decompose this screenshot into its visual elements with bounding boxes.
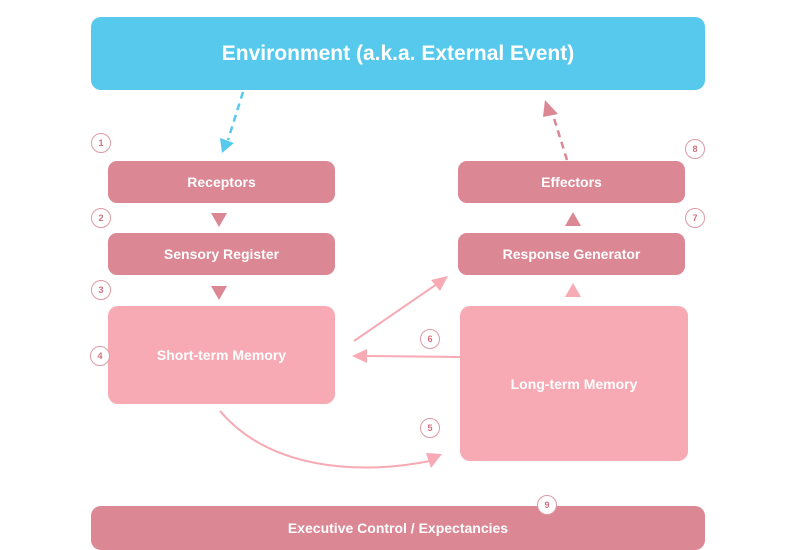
arrowhead-stm (352, 349, 367, 363)
arrow-response-to-effectors (565, 212, 581, 226)
arrow-ltm-to-stm (364, 355, 461, 358)
receptors-box: Receptors (108, 161, 335, 203)
executive-control-box: Executive Control / Expectancies (91, 506, 705, 550)
environment-box: Environment (a.k.a. External Event) (91, 17, 705, 90)
executive-control-label: Executive Control / Expectancies (287, 520, 509, 536)
step-number-4: 4 (90, 346, 110, 366)
step-number-5: 5 (420, 418, 440, 438)
arrowhead-ltm (426, 453, 442, 468)
short-term-memory-label: Short-term Memory (156, 347, 287, 363)
environment-label: Environment (a.k.a. External Event) (221, 41, 575, 65)
long-term-memory-label: Long-term Memory (510, 375, 638, 392)
receptors-label: Receptors (187, 174, 256, 190)
short-term-memory-box: Short-term Memory (108, 306, 335, 404)
sensory-register-box: Sensory Register (108, 233, 335, 275)
step-number-6: 6 (420, 329, 440, 349)
step-number-9: 9 (537, 495, 557, 515)
step-number-3: 3 (91, 280, 111, 300)
long-term-memory-box: Long-term Memory (460, 306, 688, 461)
step-number-1: 1 (91, 133, 111, 153)
sensory-register-label: Sensory Register (163, 246, 280, 262)
effectors-box: Effectors (458, 161, 685, 203)
effectors-label: Effectors (541, 174, 602, 190)
arrow-environment-to-receptors (226, 91, 245, 141)
arrow-receptors-to-sensory (211, 213, 227, 227)
arrowhead-receptors (220, 138, 234, 153)
step-number-8: 8 (685, 139, 705, 159)
arrow-sensory-to-stm (211, 286, 227, 300)
arrowhead-response-generator (431, 276, 448, 291)
arrow-effectors-to-environment (551, 114, 569, 161)
response-generator-box: Response Generator (458, 233, 685, 275)
step-number-7: 7 (685, 208, 705, 228)
arrowhead-environment (543, 100, 558, 117)
step-number-2: 2 (91, 208, 111, 228)
response-generator-label: Response Generator (502, 246, 641, 262)
arrow-stm-to-ltm (219, 410, 431, 469)
arrow-ltm-to-response (565, 283, 581, 297)
